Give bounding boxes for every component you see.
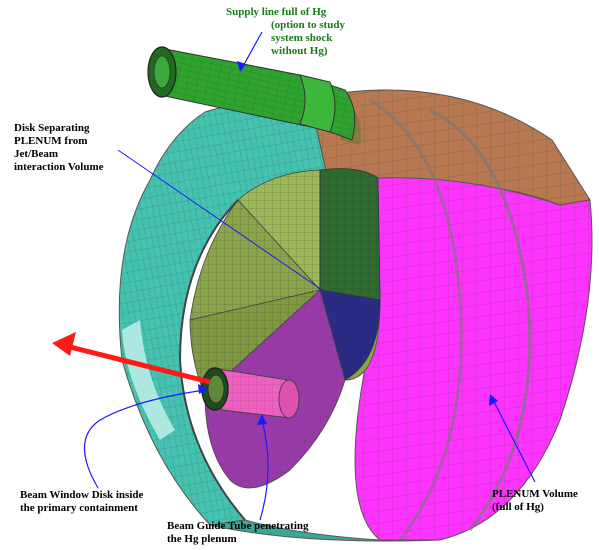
supply-leader-line	[241, 31, 263, 69]
disk-label-line-4: interaction Volume	[14, 161, 104, 173]
disk-separating-label: Disk Separating PLENUM from Jet/Beam int…	[14, 122, 104, 174]
supply-line-note-3: without Hg)	[271, 45, 328, 57]
supply-line-note-2: system shock	[271, 32, 333, 44]
guide-leader-line	[259, 419, 269, 521]
plenum-volume-line-1: PLENUM Volume	[492, 488, 578, 500]
supply-line-title: Supply line full of Hg	[226, 6, 327, 18]
beam-guide-line-2: the Hg plenum	[167, 533, 237, 545]
plenum-leader-line	[491, 397, 536, 483]
supply-pipe	[147, 46, 361, 145]
beam-arrow	[52, 332, 211, 385]
disk-label-line-1: Disk Separating	[14, 122, 90, 134]
beam-guide-label: Beam Guide Tube penetrating the Hg plenu…	[167, 520, 309, 546]
beam-window-line-1: Beam Window Disk inside	[20, 489, 144, 501]
beam-window-line-2: the primary containment	[20, 502, 138, 514]
supply-line-label: Supply line full of Hg (option to study …	[226, 6, 345, 58]
beam-guide-line-1: Beam Guide Tube penetrating	[167, 520, 309, 532]
plenum-volume-label: PLENUM Volume (full of Hg)	[492, 488, 578, 514]
disk-leader-line	[117, 149, 323, 291]
disk-label-line-3: Jet/Beam	[14, 148, 58, 160]
beam-window-label: Beam Window Disk inside the primary cont…	[20, 489, 143, 515]
disk-label-line-2: PLENUM from	[14, 135, 88, 147]
plenum-volume-line-2: (full of Hg)	[492, 501, 544, 513]
supply-line-note-1: (option to study	[271, 19, 345, 31]
window-leader-line	[83, 389, 206, 489]
